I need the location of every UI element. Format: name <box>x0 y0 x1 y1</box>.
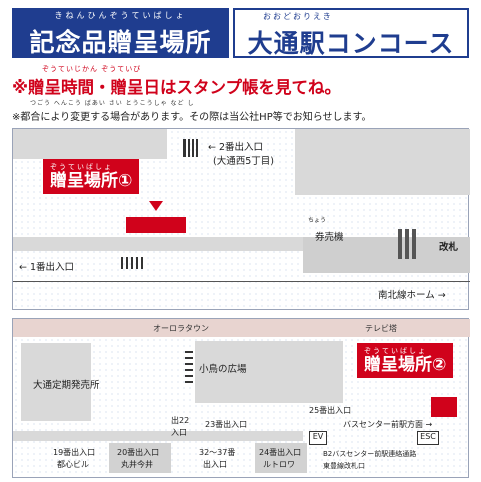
header-left-title: 記念品贈呈場所 <box>29 28 212 57</box>
exit20-label[interactable]: 20番出入口 <box>117 448 160 457</box>
elevator-icon: EV <box>309 431 327 445</box>
exit32-label[interactable]: 32〜37番 <box>199 448 236 457</box>
map1-gate-area <box>303 237 470 273</box>
exit23-label[interactable]: 23番出入口 <box>205 420 248 429</box>
exit2-text: 2番出入口 <box>218 142 264 153</box>
exit19-label[interactable]: 19番出入口 <box>53 448 96 457</box>
map2-wall-bottom <box>13 431 303 441</box>
header-right-title: 大通駅コンコース <box>247 29 455 58</box>
exit2-stairs-icon <box>183 139 198 157</box>
header-left-ruby: きねんひんぞうていばしょ <box>54 11 187 20</box>
namboku-platform-label[interactable]: 南北線ホーム → <box>378 290 446 301</box>
escalator-icon: ESC <box>417 431 439 445</box>
notice-ruby: ぞうていじかん ぞうていび <box>42 65 142 73</box>
kotori-plaza-label: 小鳥の広場 <box>199 364 247 375</box>
exit2-sub-label: (大通西5丁目) <box>213 156 274 167</box>
notice-text: ※贈呈時間・贈呈日はスタンプ帳を見てね。 <box>12 78 342 97</box>
b2-bus-passage-label[interactable]: B2バスセンター前駅連絡通路 <box>323 450 417 458</box>
gate-label: 改札 <box>439 242 459 253</box>
gate-icon <box>398 229 416 259</box>
sub-notice-ruby: つごう へんこう ばあい さい とうこうしゃ など し <box>30 100 195 107</box>
exit1-text: 1番出入口 <box>29 262 75 273</box>
gift-spot-2-marker[interactable] <box>431 397 457 417</box>
gift-spot-2-label: ぞうていばしょ 贈呈場所② <box>357 343 454 378</box>
exit20-sub-label: 丸井今井 <box>121 460 153 469</box>
map1-wall-bottom <box>13 237 303 251</box>
header-right-ruby: おおどおりえき <box>263 12 333 21</box>
gift-spot-2-ruby: ぞうていばしょ <box>364 347 427 355</box>
concourse-map-2: オーロラタウン テレビ塔 小鳥の広場 大通定期発売所 ぞうていばしょ 贈呈場所②… <box>12 318 470 478</box>
exit1-stairs-icon <box>121 257 143 269</box>
toho-gate-label[interactable]: 東豊線改札口 <box>323 462 365 470</box>
exit24-label[interactable]: 24番出入口 <box>259 448 302 457</box>
exit19-sub-label: 都心ビル <box>57 460 89 469</box>
header-right: おおどおりえき 大通駅コンコース <box>233 8 469 58</box>
teiki-office-label: 大通定期発売所 <box>33 380 100 391</box>
map1-platform-line <box>13 281 470 282</box>
concourse-map-1: ← 2番出入口 (大通西5丁目) ぞうていばしょ 贈呈場所① 券売機 ちょう 改… <box>12 128 470 310</box>
gift-spot-1-text: 贈呈場所① <box>50 171 133 191</box>
gift-spot-1-label: ぞうていばしょ 贈呈場所① <box>43 159 140 194</box>
exit24-sub-label: ルトロワ <box>263 460 295 469</box>
sub-notice-text: ※都合により変更する場合があります。その際は当公社HP等でお知らせします。 <box>12 112 372 123</box>
exit2-label[interactable]: ← 2番出入口 <box>208 142 264 153</box>
tv-tower-label: テレビ塔 <box>365 324 397 333</box>
namboku-text: 南北線ホーム <box>378 290 435 301</box>
exit1-label[interactable]: ← 1番出入口 <box>19 262 75 273</box>
exit22-sub-label: 入口 <box>171 428 187 437</box>
map2-block-center <box>195 341 343 403</box>
aurora-town-label: オーロラタウン <box>153 324 209 333</box>
ticket-ruby: ちょう <box>308 217 327 224</box>
exit24-block <box>255 443 307 473</box>
gift-spot-2-text: 贈呈場所② <box>364 355 447 375</box>
map2-aurora-band <box>13 319 470 337</box>
bus-center-text: バスセンター前駅方面 <box>343 420 423 429</box>
gift-spot-1-pointer-icon <box>149 201 163 211</box>
ticket-machine-label: 券売機 <box>315 232 344 243</box>
bus-center-direction[interactable]: バスセンター前駅方面 → <box>343 420 433 429</box>
map2-block-left <box>21 343 91 421</box>
map1-wall-top-right <box>295 129 470 195</box>
exit32-sub-label: 出入口 <box>203 460 227 469</box>
exit20-block <box>109 443 171 473</box>
exit25-label[interactable]: 25番出入口 <box>309 406 352 415</box>
exit22-label[interactable]: 出22 <box>171 416 190 425</box>
gift-spot-1-marker[interactable] <box>126 217 186 233</box>
header-left: きねんひんぞうていばしょ 記念品贈呈場所 <box>12 8 229 58</box>
kotori-stairs-icon <box>185 351 193 383</box>
gift-spot-1-ruby: ぞうていばしょ <box>50 163 113 171</box>
map1-wall-top-left <box>13 129 167 159</box>
